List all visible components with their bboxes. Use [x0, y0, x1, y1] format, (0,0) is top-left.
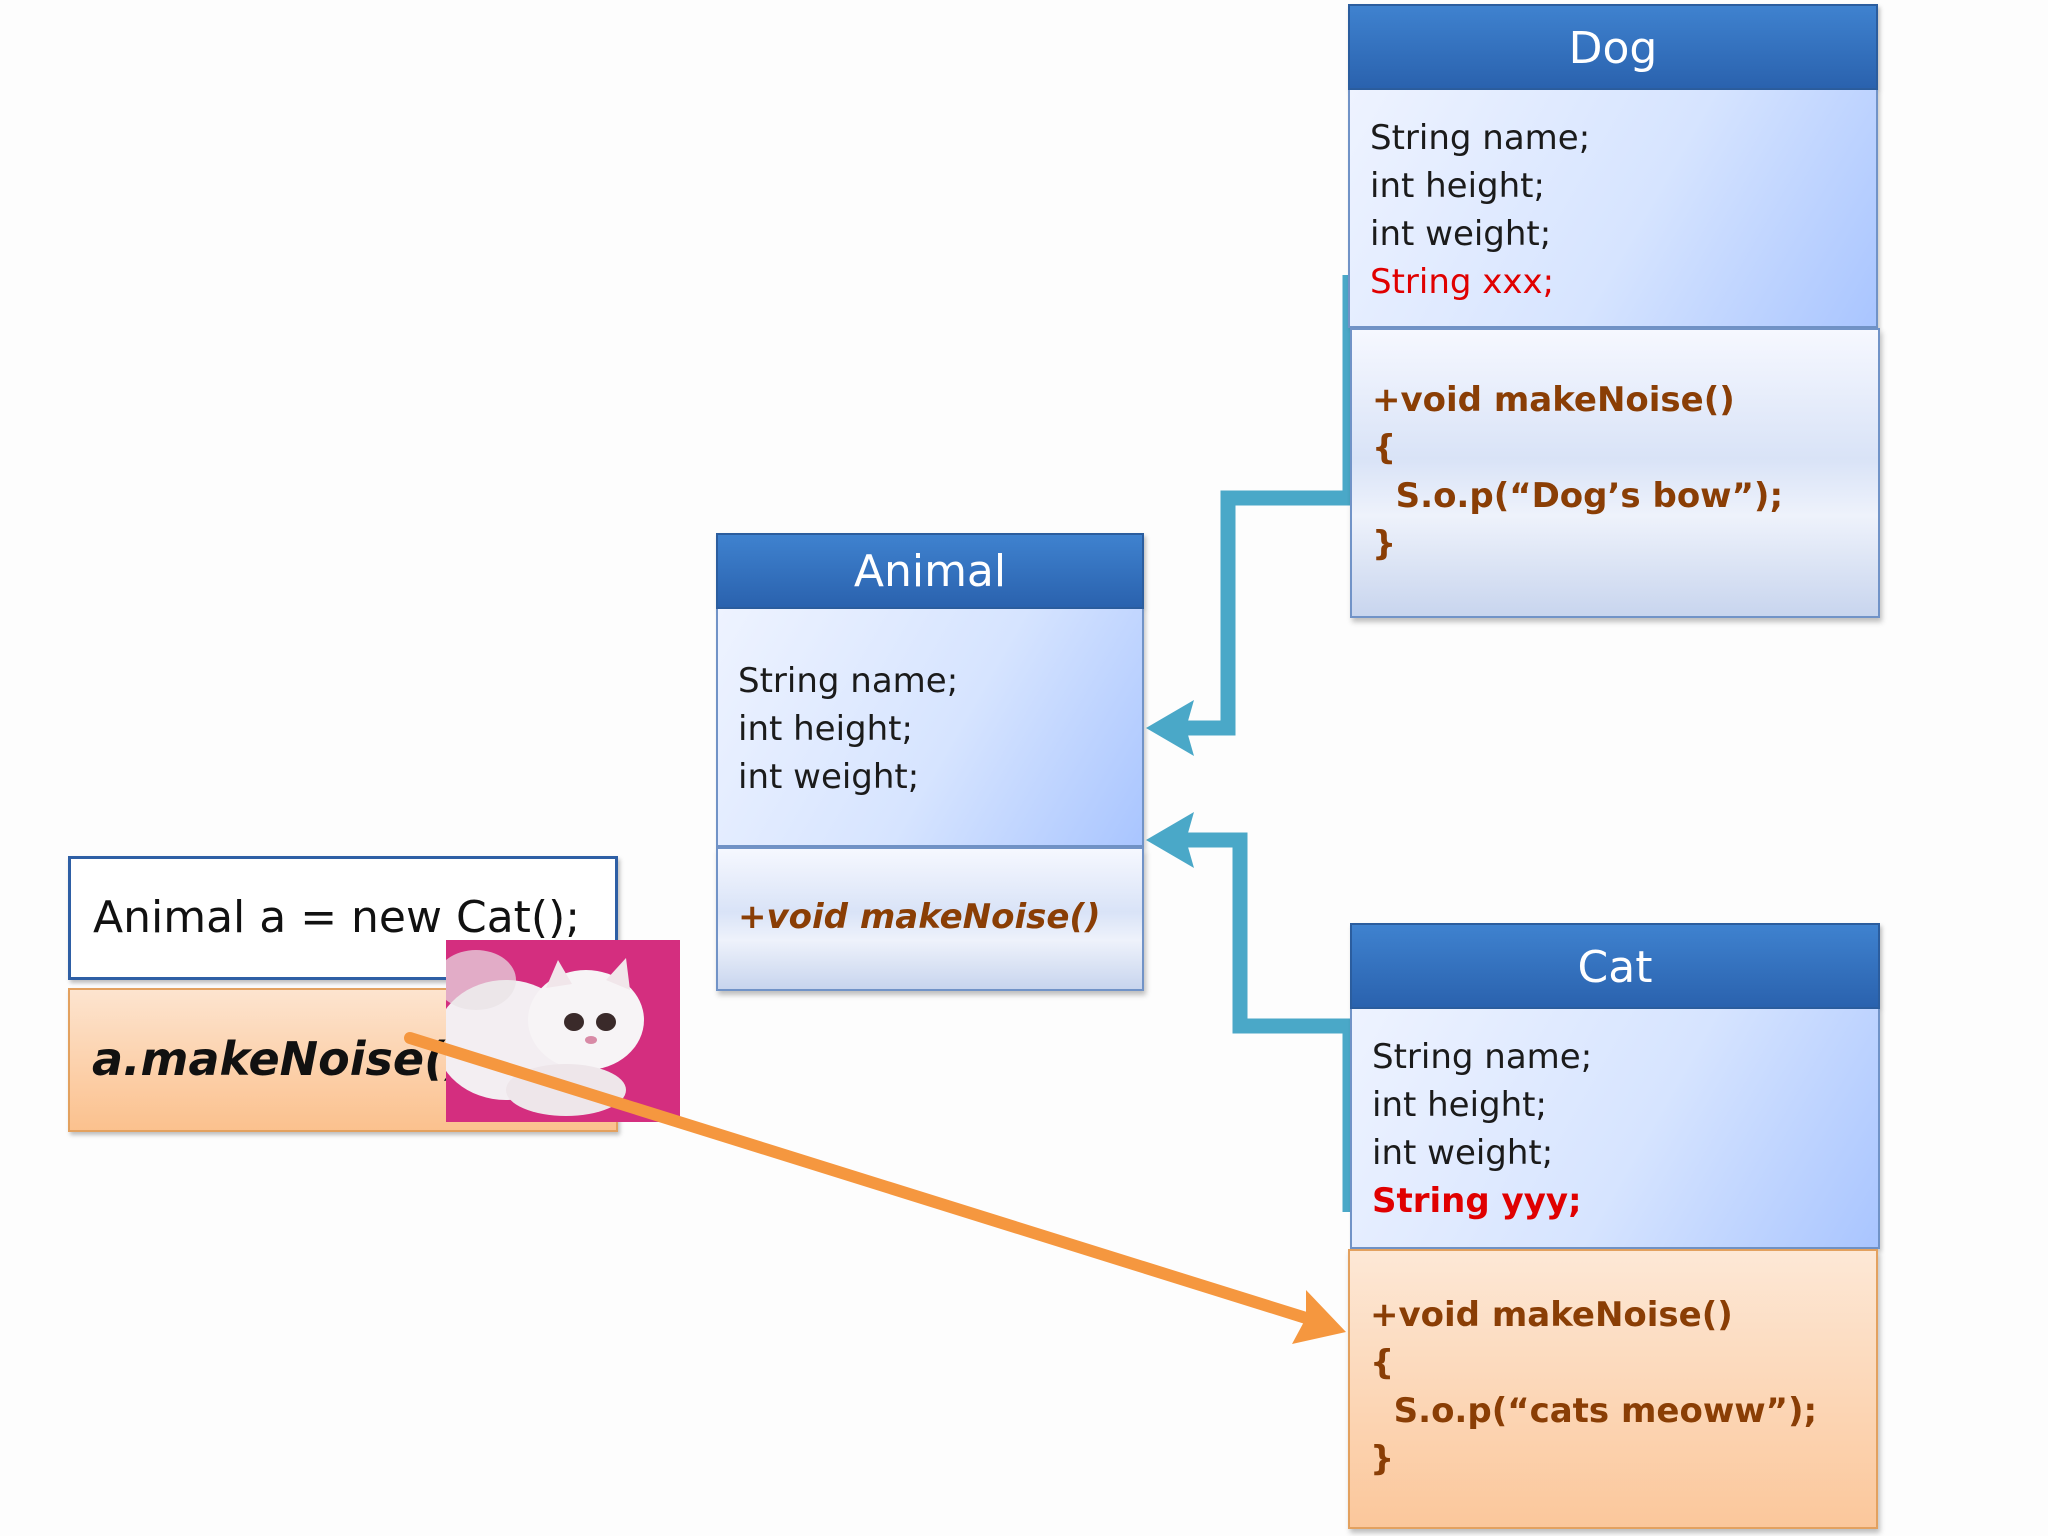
dog-field: int weight;	[1370, 214, 1552, 254]
cat-class-header: Cat	[1350, 923, 1880, 1009]
dispatch-arrowhead	[1292, 1290, 1346, 1344]
animal-field: int weight;	[738, 757, 920, 797]
dispatch-arrow-shaft	[404, 1032, 1312, 1324]
animal-fields-compartment: String name; int height; int weight;	[716, 609, 1144, 847]
dog-method-open-brace: {	[1372, 428, 1397, 468]
animal-class-header: Animal	[716, 533, 1144, 609]
dog-inheritance-arrowhead	[1146, 700, 1194, 756]
cat-fields-compartment: String name; int height; int weight; Str…	[1350, 1009, 1880, 1249]
dog-fields-compartment: String name; int height; int weight; Str…	[1348, 90, 1878, 328]
cat-field: int height;	[1372, 1085, 1547, 1125]
cat-class-title: Cat	[1577, 942, 1653, 993]
dog-method-body: S.o.p(“Dog’s bow”);	[1372, 476, 1784, 516]
dog-field: String name;	[1370, 118, 1591, 158]
cat-extra-field: String yyy;	[1372, 1181, 1582, 1221]
cat-field: String name;	[1372, 1037, 1593, 1077]
dog-field: int height;	[1370, 166, 1545, 206]
animal-class-title: Animal	[853, 546, 1007, 597]
cat-field: int weight;	[1372, 1133, 1554, 1173]
cat-methods-compartment: +void makeNoise() { S.o.p(“cats meoww”);…	[1348, 1249, 1878, 1529]
cat-method-open-brace: {	[1370, 1343, 1395, 1383]
animal-field: int height;	[738, 709, 913, 749]
declaration-text: Animal a = new Cat();	[93, 892, 581, 943]
animal-field: String name;	[738, 661, 959, 701]
animal-methods-compartment: +void makeNoise()	[716, 847, 1144, 991]
cat-method-signature: +void makeNoise()	[1370, 1295, 1733, 1335]
dog-class-title: Dog	[1568, 23, 1658, 74]
method-call-text: a.makeNoise()	[92, 1032, 467, 1086]
cat-method-body: S.o.p(“cats meoww”);	[1370, 1391, 1818, 1431]
animal-method: +void makeNoise()	[738, 897, 1101, 937]
dog-method-close-brace: }	[1372, 524, 1397, 564]
dog-method-signature: +void makeNoise()	[1372, 380, 1735, 420]
dog-extra-field: String xxx;	[1370, 262, 1555, 302]
dog-methods-compartment: +void makeNoise() { S.o.p(“Dog’s bow”); …	[1350, 328, 1880, 618]
dog-class-header: Dog	[1348, 4, 1878, 90]
cat-method-close-brace: }	[1370, 1439, 1395, 1479]
cat-inheritance-arrowhead	[1146, 812, 1194, 868]
